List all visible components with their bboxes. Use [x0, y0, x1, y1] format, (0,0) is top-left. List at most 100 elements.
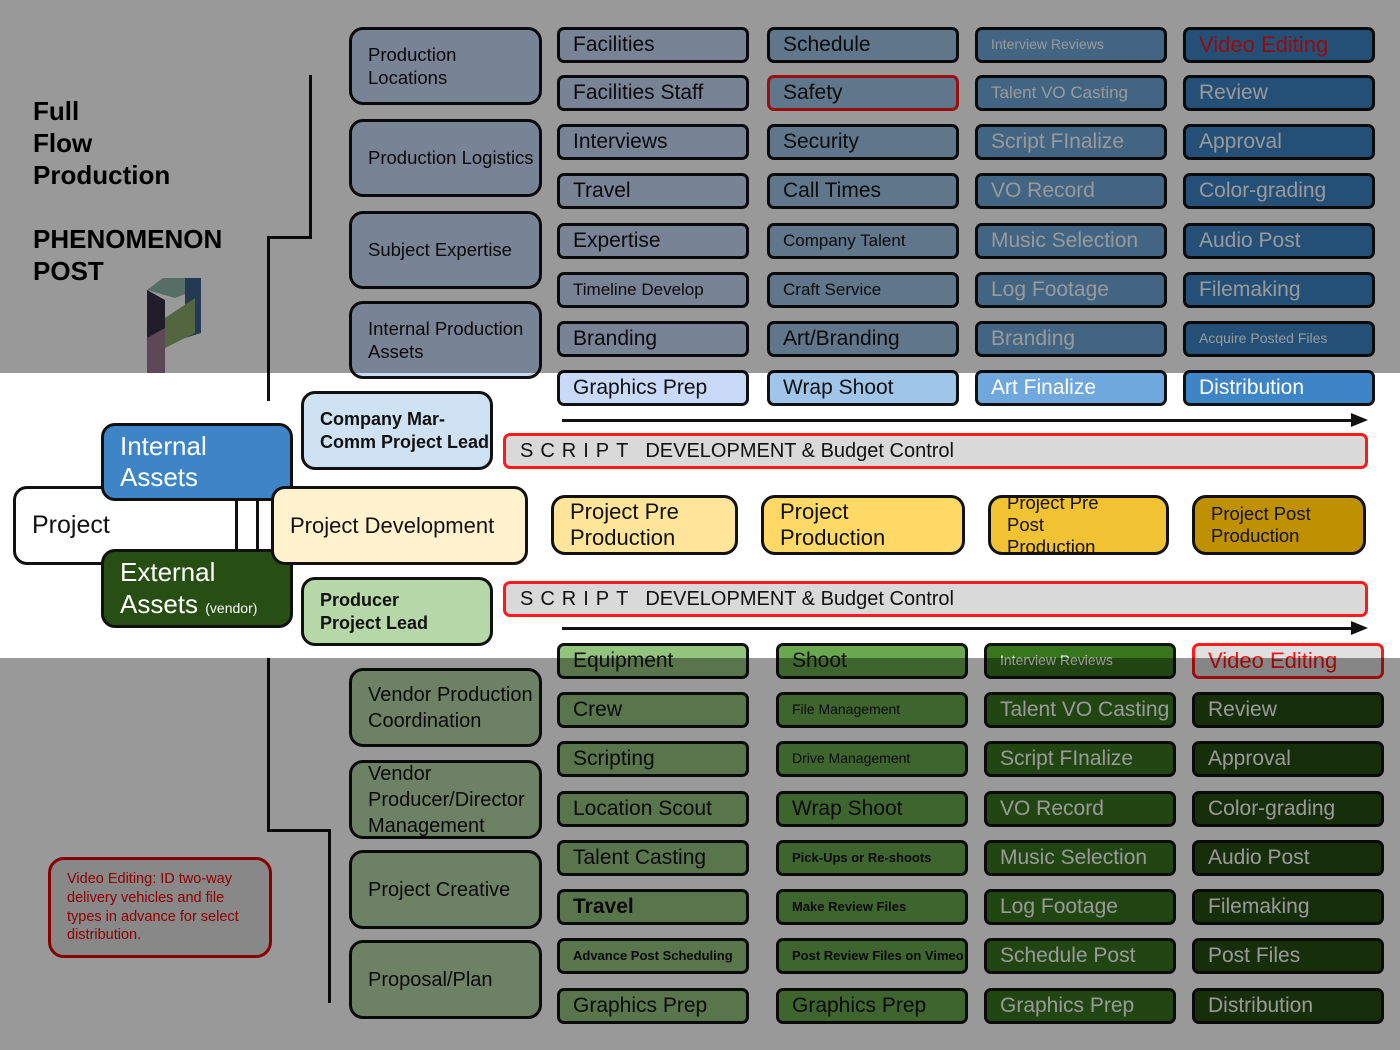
task-crew[interactable]: Crew: [557, 692, 749, 728]
task-log-footage[interactable]: Log Footage: [975, 272, 1167, 308]
task-wrap-shoot[interactable]: Wrap Shoot: [776, 791, 968, 827]
category-production-logistics[interactable]: Production Logistics: [349, 119, 542, 197]
box-label: Color-grading: [1208, 797, 1336, 821]
box-label: Craft Service: [783, 279, 882, 299]
task-branding[interactable]: Branding: [975, 321, 1167, 357]
bar-label: DEVELOPMENT & Budget Control: [645, 587, 954, 610]
task-script-finalize[interactable]: Script FInalize: [975, 124, 1167, 160]
producer-lead-box[interactable]: Producer Project Lead: [301, 577, 493, 646]
task-security[interactable]: Security: [767, 124, 959, 160]
task-safety[interactable]: Safety: [767, 75, 959, 111]
task-schedule-post[interactable]: Schedule Post: [984, 938, 1176, 974]
project-development-box[interactable]: Project Development: [271, 486, 528, 565]
task-shoot[interactable]: Shoot: [776, 643, 968, 679]
category-project-creative[interactable]: Project Creative: [349, 850, 542, 929]
task-approval[interactable]: Approval: [1183, 124, 1375, 160]
task-color-grading[interactable]: Color-grading: [1183, 173, 1375, 209]
task-advance-post-scheduling[interactable]: Advance Post Scheduling: [557, 938, 749, 974]
task-filemaking[interactable]: Filemaking: [1183, 272, 1375, 308]
task-talent-vo-casting[interactable]: Talent VO Casting: [975, 75, 1167, 111]
box-label: Vendor Production Coordination: [368, 683, 533, 732]
task-acquire-posted-files[interactable]: Acquire Posted Files: [1183, 321, 1375, 357]
box-label: Project Post Production: [1211, 502, 1311, 546]
box-label: Audio Post: [1199, 229, 1301, 253]
task-vo-record[interactable]: VO Record: [975, 173, 1167, 209]
task-video-editing[interactable]: Video Editing: [1192, 643, 1384, 679]
task-schedule[interactable]: Schedule: [767, 27, 959, 63]
task-video-editing[interactable]: Video Editing: [1183, 27, 1375, 63]
task-art-branding[interactable]: Art/Branding: [767, 321, 959, 357]
task-equipment[interactable]: Equipment: [557, 643, 749, 679]
box-label: VO Record: [1000, 797, 1104, 821]
task-log-footage[interactable]: Log Footage: [984, 889, 1176, 925]
category-vendor-production-coordination[interactable]: Vendor Production Coordination: [349, 668, 542, 747]
task-post-files[interactable]: Post Files: [1192, 938, 1384, 974]
task-interview-reviews[interactable]: Interview Reviews: [984, 643, 1176, 679]
task-craft-service[interactable]: Craft Service: [767, 272, 959, 308]
task-facilities[interactable]: Facilities: [557, 27, 749, 63]
connector-line: [267, 658, 270, 831]
internal-assets-box[interactable]: Internal Assets: [101, 423, 293, 501]
task-graphics-prep[interactable]: Graphics Prep: [557, 370, 749, 406]
category-subject-expertise[interactable]: Subject Expertise: [349, 211, 542, 289]
flow-arrow: [562, 413, 1368, 427]
external-assets-box[interactable]: External Assets (vendor): [101, 549, 293, 628]
task-post-review-files-on-vimeo[interactable]: Post Review Files on Vimeo: [776, 938, 968, 974]
task-company-talent[interactable]: Company Talent: [767, 223, 959, 259]
task-art-finalize[interactable]: Art Finalize: [975, 370, 1167, 406]
box-label: Production Locations: [368, 43, 457, 88]
phase-post-production[interactable]: Project Post Production: [1192, 495, 1366, 555]
task-interviews[interactable]: Interviews: [557, 124, 749, 160]
company-marcomm-lead-box[interactable]: Company Mar-Comm Project Lead: [301, 391, 493, 470]
task-review[interactable]: Review: [1183, 75, 1375, 111]
task-scripting[interactable]: Scripting: [557, 741, 749, 777]
task-location-scout[interactable]: Location Scout: [557, 791, 749, 827]
task-vo-record[interactable]: VO Record: [984, 791, 1176, 827]
phase-production[interactable]: Project Production: [761, 495, 965, 555]
task-talent-casting[interactable]: Talent Casting: [557, 840, 749, 876]
task-pick-ups-or-re-shoots[interactable]: Pick-Ups or Re-shoots: [776, 840, 968, 876]
task-talent-vo-casting[interactable]: Talent VO Casting: [984, 692, 1176, 728]
task-expertise[interactable]: Expertise: [557, 223, 749, 259]
category-proposal-plan[interactable]: Proposal/Plan: [349, 940, 542, 1019]
task-music-selection[interactable]: Music Selection: [984, 840, 1176, 876]
task-graphics-prep[interactable]: Graphics Prep: [776, 988, 968, 1024]
task-facilities-staff[interactable]: Facilities Staff: [557, 75, 749, 111]
task-interview-reviews[interactable]: Interview Reviews: [975, 27, 1167, 63]
task-filemaking[interactable]: Filemaking: [1192, 889, 1384, 925]
task-distribution[interactable]: Distribution: [1183, 370, 1375, 406]
box-label: Interview Reviews: [991, 36, 1104, 53]
task-approval[interactable]: Approval: [1192, 741, 1384, 777]
category-internal-production-assets[interactable]: Internal Production Assets: [349, 301, 542, 379]
task-audio-post[interactable]: Audio Post: [1183, 223, 1375, 259]
task-color-grading[interactable]: Color-grading: [1192, 791, 1384, 827]
box-label: Music Selection: [1000, 846, 1148, 870]
task-audio-post[interactable]: Audio Post: [1192, 840, 1384, 876]
task-drive-management[interactable]: Drive Management: [776, 741, 968, 777]
category-production-locations[interactable]: Production Locations: [349, 27, 542, 105]
task-graphics-prep[interactable]: Graphics Prep: [984, 988, 1176, 1024]
task-travel[interactable]: Travel: [557, 889, 749, 925]
task-branding[interactable]: Branding: [557, 321, 749, 357]
task-wrap-shoot[interactable]: Wrap Shoot: [767, 370, 959, 406]
box-label: Internal Assets: [120, 430, 207, 492]
task-timeline-develop[interactable]: Timeline Develop: [557, 272, 749, 308]
task-graphics-prep[interactable]: Graphics Prep: [557, 988, 749, 1024]
task-script-finalize[interactable]: Script FInalize: [984, 741, 1176, 777]
phase-pre-production[interactable]: Project Pre Production: [551, 495, 738, 555]
phase-pre-post-production[interactable]: Project Pre Post Production: [988, 495, 1169, 555]
task-review[interactable]: Review: [1192, 692, 1384, 728]
task-file-management[interactable]: File Management: [776, 692, 968, 728]
connector-line: [267, 236, 312, 239]
task-make-review-files[interactable]: Make Review Files: [776, 889, 968, 925]
category-vendor-producer-director-management[interactable]: Vendor Producer/Director Management: [349, 760, 542, 839]
task-distribution[interactable]: Distribution: [1192, 988, 1384, 1024]
brand-name: PHENOMENON POST: [33, 223, 222, 287]
box-label: Color-grading: [1199, 179, 1327, 203]
task-music-selection[interactable]: Music Selection: [975, 223, 1167, 259]
task-travel[interactable]: Travel: [557, 173, 749, 209]
box-label: Facilities Staff: [573, 81, 704, 105]
task-call-times[interactable]: Call Times: [767, 173, 959, 209]
